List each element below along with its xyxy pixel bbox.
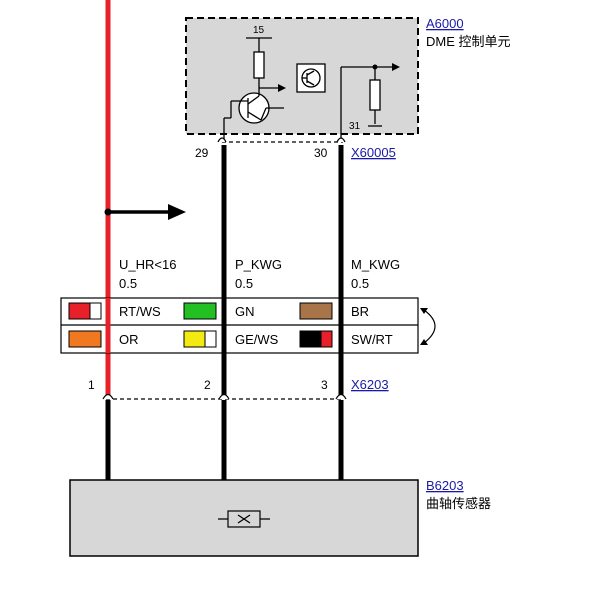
x6203-pin-label: 3 (321, 378, 328, 392)
connector-pin-icon (335, 393, 347, 400)
signal-name: M_KWG (351, 257, 400, 272)
x60005-link[interactable]: X60005 (351, 145, 396, 160)
color-code-label: GE/WS (235, 332, 279, 347)
connector-pin-icon (217, 137, 227, 143)
signal-size: 0.5 (235, 276, 253, 291)
sensor-name: 曲轴传感器 (426, 496, 491, 511)
swatch-ge-ws-white (204, 330, 217, 348)
swatch-ge-ws-yellow (183, 330, 206, 348)
ground-arrow-icon (392, 63, 400, 71)
arrow-right-icon (168, 204, 186, 220)
signal-size: 0.5 (119, 276, 137, 291)
swatch-br (299, 302, 333, 320)
swatch-rt-ws-white (89, 302, 102, 320)
junction-dot (372, 64, 378, 70)
dme-internal-circuit (223, 37, 284, 142)
x6203-pin-label: 2 (204, 378, 211, 392)
swatch-or (68, 330, 102, 348)
connector-pin-icon (218, 393, 230, 400)
twisted-pair-icon (423, 309, 436, 344)
signal-name: P_KWG (235, 257, 282, 272)
dme-pin-15-label: 15 (253, 25, 265, 36)
dme-ref-link[interactable]: A6000 (426, 16, 464, 31)
dme-sense-circuit (340, 66, 393, 142)
dme-pin-30-label: 30 (314, 146, 328, 160)
color-code-label: SW/RT (351, 332, 393, 347)
swatch-gn (183, 302, 217, 320)
connector-pin-icon (102, 393, 114, 400)
color-code-label: OR (119, 332, 139, 347)
swatch-rt-ws-red (68, 302, 91, 320)
dme-name: DME 控制单元 (426, 34, 511, 49)
table-wires-overlay (105, 298, 344, 353)
transistor-icon (296, 63, 326, 93)
swatch-sw-rt-red (320, 330, 333, 348)
arrow-head-icon (420, 339, 428, 345)
swatch-sw-rt-black (299, 330, 322, 348)
x6203-pin-label: 1 (88, 378, 95, 392)
arrow-head-icon (278, 84, 286, 92)
sensor-ref-link[interactable]: B6203 (426, 478, 464, 493)
signal-size: 0.5 (351, 276, 369, 291)
color-code-label: RT/WS (119, 304, 161, 319)
x6203-link[interactable]: X6203 (351, 377, 389, 392)
connector-pin-icon (336, 137, 346, 143)
signal-name: U_HR<16 (119, 257, 176, 272)
sensor-symbol-icon (218, 510, 270, 528)
color-code-label: GN (235, 304, 255, 319)
color-code-label: BR (351, 304, 369, 319)
dme-pin-29-label: 29 (195, 146, 209, 160)
arrow-head-icon (420, 308, 428, 314)
dme-pin-31-label: 31 (349, 121, 361, 132)
